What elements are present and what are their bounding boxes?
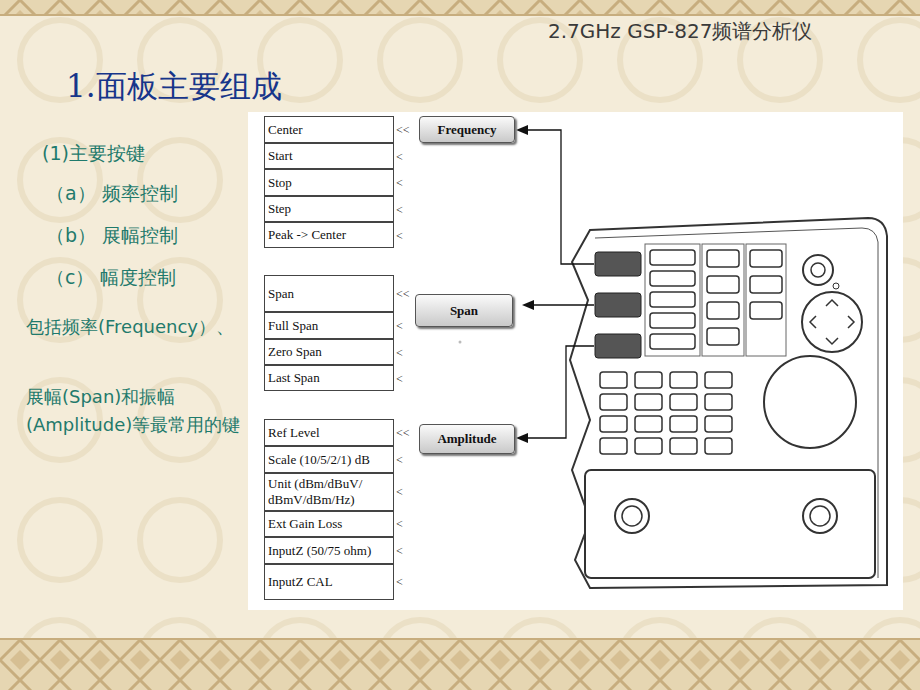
node-text: Ext Gain Loss bbox=[268, 516, 342, 532]
panel-key bbox=[650, 292, 695, 307]
node-text: Frequency bbox=[438, 122, 497, 138]
menu-key: Frequency bbox=[419, 116, 515, 143]
list-item: （b） 展幅控制 bbox=[46, 223, 246, 248]
frequency-key bbox=[595, 252, 641, 276]
node-text: Step bbox=[268, 201, 291, 217]
menu-marker: << bbox=[396, 287, 416, 303]
navigation-pad bbox=[802, 292, 862, 352]
menu-marker: < bbox=[396, 517, 416, 533]
panel-key bbox=[635, 416, 662, 432]
amplitude-key bbox=[595, 334, 641, 358]
menu-marker: < bbox=[396, 544, 416, 560]
panel-key bbox=[707, 276, 739, 293]
panel-key bbox=[750, 302, 782, 319]
panel-key bbox=[705, 372, 732, 388]
menu-marker: < bbox=[396, 346, 416, 362]
panel-key bbox=[635, 394, 662, 410]
node-text: InputZ (50/75 ohm) bbox=[268, 543, 371, 559]
panel-key bbox=[650, 250, 695, 265]
menu-cell: Peak -> Center bbox=[264, 222, 394, 248]
node-text: InputZ CAL bbox=[268, 574, 333, 590]
node-text: Span bbox=[268, 286, 294, 302]
panel-key bbox=[635, 438, 662, 454]
note-text: 包括频率(Frequency）、 bbox=[26, 313, 241, 341]
menu-marker: < bbox=[396, 319, 416, 335]
panel-key bbox=[600, 394, 627, 410]
menu-cell: Start bbox=[264, 143, 394, 169]
node-text: Amplitude bbox=[437, 431, 496, 447]
note-text: 展幅(Span)和振幅(Amplitude)等最常用的键 bbox=[26, 383, 248, 439]
panel-key bbox=[670, 416, 697, 432]
menu-cell: InputZ (50/75 ohm) bbox=[264, 537, 394, 564]
menu-marker: < bbox=[396, 150, 416, 166]
span-key bbox=[595, 293, 641, 317]
menu-cell: Last Span bbox=[264, 365, 394, 391]
panel-key bbox=[670, 438, 697, 454]
panel-key bbox=[707, 302, 739, 319]
node-text: Ref Level bbox=[268, 425, 320, 441]
menu-cell: Zero Span bbox=[264, 339, 394, 365]
instrument-housing bbox=[570, 218, 887, 588]
section-label: (1)主要按键 bbox=[42, 141, 242, 166]
node-text: Stop bbox=[268, 175, 292, 191]
connector-panel bbox=[585, 470, 875, 578]
menu-cell: Unit (dBm/dBuV/ dBmV/dBm/Hz) bbox=[264, 473, 394, 511]
panel-key bbox=[600, 372, 627, 388]
menu-key: Span bbox=[415, 294, 513, 327]
white-panel bbox=[248, 112, 903, 610]
panel-key bbox=[650, 313, 695, 328]
panel-key bbox=[707, 250, 739, 267]
node-text: Start bbox=[268, 148, 293, 164]
node-text: Scale (10/5/2/1) dB bbox=[268, 452, 370, 468]
power-button bbox=[803, 255, 833, 285]
panel-key bbox=[670, 372, 697, 388]
node-text: Unit (dBm/dBuV/ dBmV/dBm/Hz) bbox=[268, 476, 390, 507]
list-item: （a） 频率控制 bbox=[46, 181, 246, 206]
menu-cell: Center bbox=[264, 116, 394, 143]
node-text: Last Span bbox=[268, 370, 320, 386]
node-text: Full Span bbox=[268, 318, 318, 334]
menu-marker: < bbox=[396, 372, 416, 388]
menu-cell: Ref Level bbox=[264, 419, 394, 446]
rotary-knob bbox=[764, 356, 856, 448]
menu-marker: < bbox=[396, 485, 416, 501]
slide-subtitle: 2.7GHz GSP-827频谱分析仪 bbox=[548, 18, 888, 44]
menu-cell: Span bbox=[264, 275, 394, 312]
menu-marker: << bbox=[396, 426, 416, 442]
panel-key bbox=[705, 394, 732, 410]
menu-marker: << bbox=[396, 123, 416, 139]
panel-key bbox=[600, 438, 627, 454]
menu-cell: Step bbox=[264, 196, 394, 222]
panel-key bbox=[705, 438, 732, 454]
menu-cell: Full Span bbox=[264, 312, 394, 339]
node-text: Zero Span bbox=[268, 344, 322, 360]
panel-key bbox=[670, 394, 697, 410]
list-item: （c） 幅度控制 bbox=[46, 265, 246, 290]
panel-key bbox=[650, 271, 695, 286]
panel-key bbox=[750, 276, 782, 293]
panel-key bbox=[707, 328, 739, 345]
slide-heading: 1.面板主要组成 bbox=[66, 66, 282, 106]
panel-key bbox=[600, 416, 627, 432]
menu-cell: InputZ CAL bbox=[264, 564, 394, 600]
panel-key bbox=[635, 372, 662, 388]
menu-marker: < bbox=[396, 203, 416, 219]
menu-marker: < bbox=[396, 453, 416, 469]
panel-key bbox=[650, 334, 695, 349]
menu-cell: Scale (10/5/2/1) dB bbox=[264, 446, 394, 473]
menu-key: Amplitude bbox=[419, 424, 515, 454]
panel-key bbox=[750, 250, 782, 267]
node-text: Span bbox=[450, 303, 478, 319]
menu-marker: < bbox=[396, 575, 416, 591]
node-text: Center bbox=[268, 122, 303, 138]
leader-lines bbox=[524, 130, 594, 438]
menu-marker: < bbox=[396, 176, 416, 192]
panel-key bbox=[705, 416, 732, 432]
menu-cell: Stop bbox=[264, 169, 394, 196]
menu-cell: Ext Gain Loss bbox=[264, 511, 394, 537]
menu-marker: < bbox=[396, 229, 416, 245]
node-text: Peak -> Center bbox=[268, 227, 346, 243]
